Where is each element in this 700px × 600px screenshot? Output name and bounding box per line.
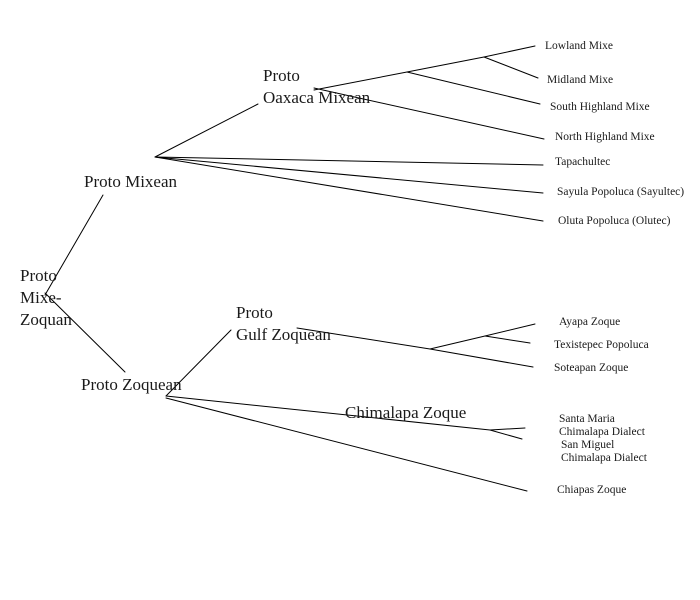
leaf-ayapa-zoque: Ayapa Zoque: [559, 316, 621, 328]
leaf-south-highland-mixe: South Highland Mixe: [550, 101, 650, 113]
edge-split1-to-south-highland: [406, 71, 541, 105]
node-label-line: Gulf Zoquean: [236, 325, 331, 344]
edge-proto-zoquean-to-chimalapa: [165, 395, 491, 431]
node-label-line: Proto: [263, 66, 300, 85]
edge-split1-to-split2: [406, 56, 485, 73]
leaf-soteapan-zoque: Soteapan Zoque: [554, 362, 629, 374]
leaf-santa-maria-chimalapa: Santa Maria Chimalapa Dialect: [559, 413, 645, 439]
leaf-label-line: Chimalapa Dialect: [559, 426, 645, 438]
edge-gulf-to-split: [296, 327, 431, 350]
edge-split2-to-lowland: [483, 45, 536, 58]
leaf-midland-mixe: Midland Mixe: [547, 74, 614, 86]
edge-proto-zoquean-to-chiapas: [165, 397, 528, 492]
edge-oaxaca-to-north-highland: [313, 87, 545, 140]
edge-proto-mixean-to-oluta: [154, 156, 544, 222]
edge-root-to-proto-zoquean: [44, 292, 126, 373]
node-chimalapa-zoque: Chimalapa Zoque: [345, 403, 467, 422]
edge-gulf-split-to-soteapan: [429, 348, 534, 368]
leaf-label-line: Chimalapa Dialect: [561, 452, 647, 464]
edge-proto-zoquean-to-gulf: [165, 329, 232, 397]
leaf-chiapas-zoque: Chiapas Zoque: [557, 484, 627, 496]
node-proto-mixean: Proto Mixean: [84, 172, 178, 191]
leaf-san-miguel-chimalapa: San Miguel Chimalapa Dialect: [561, 439, 647, 465]
edge-split2-to-midland: [483, 56, 539, 79]
edge-oaxaca-to-split1: [313, 71, 408, 91]
edge-to-texistepec: [484, 335, 531, 344]
node-label-line: Proto: [20, 266, 57, 285]
node-label-line: Proto: [236, 303, 273, 322]
leaf-tapachultec: Tapachultec: [555, 156, 611, 168]
edge-root-to-proto-mixean: [44, 194, 104, 296]
edge-proto-mixean-to-sayula: [154, 156, 544, 194]
edge-chimalapa-to-santa-maria: [489, 427, 526, 431]
node-label-line: Oaxaca Mixean: [263, 88, 371, 107]
edge-proto-mixean-to-oaxaca: [154, 103, 259, 158]
node-label-line: Zoquan: [20, 310, 72, 329]
edge-proto-mixean-to-tapachultec: [154, 156, 544, 166]
node-proto-mixe-zoquan: Proto Mixe- Zoquan: [20, 265, 72, 331]
leaf-oluta-popoluca: Oluta Popoluca (Olutec): [558, 215, 671, 227]
node-proto-gulf-zoquean: Proto Gulf Zoquean: [236, 302, 331, 346]
node-proto-oaxaca-mixean: Proto Oaxaca Mixean: [263, 65, 370, 109]
edge-gulf-split-to-ayapa-split: [429, 335, 486, 350]
leaf-texistepec-popoluca: Texistepec Popoluca: [554, 339, 649, 351]
leaf-north-highland-mixe: North Highland Mixe: [555, 131, 655, 143]
leaf-lowland-mixe: Lowland Mixe: [545, 40, 614, 52]
leaf-sayula-popoluca: Sayula Popoluca (Sayultec): [557, 186, 685, 198]
edge-to-ayapa: [484, 323, 536, 337]
leaf-label-line: San Miguel: [561, 439, 615, 451]
node-label-line: Mixe-: [20, 288, 62, 307]
edge-chimalapa-to-san-miguel: [489, 429, 523, 440]
leaf-label-line: Santa Maria: [559, 413, 615, 425]
node-proto-zoquean: Proto Zoquean: [81, 375, 182, 394]
